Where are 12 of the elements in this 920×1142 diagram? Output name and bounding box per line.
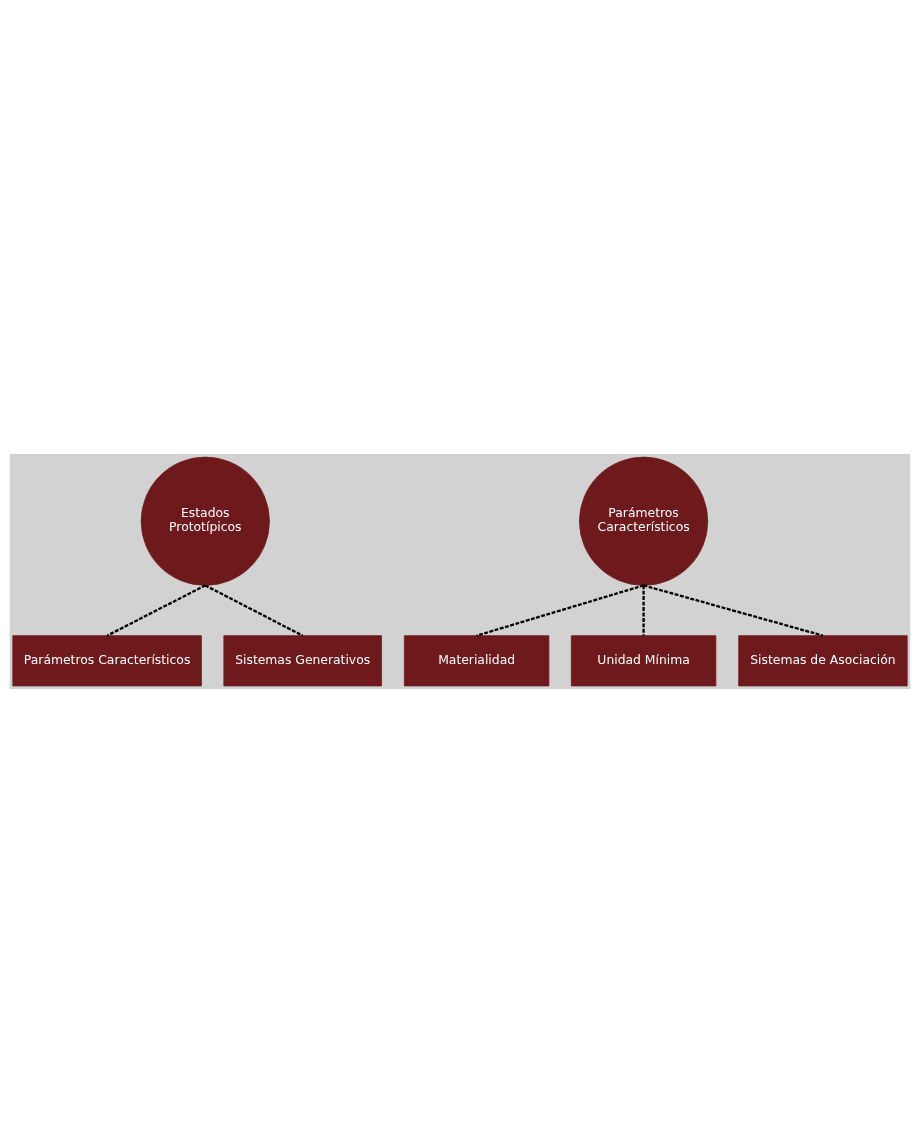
node-box: Sistemas Generativos: [223, 634, 382, 686]
connector: [642, 584, 645, 636]
node-circle: Estados Prototípicos: [140, 456, 270, 586]
connector: [476, 583, 644, 637]
node-box: Parámetros Característicos: [12, 634, 202, 686]
connector: [106, 583, 206, 637]
node-box: Unidad Mínima: [570, 634, 717, 686]
connector: [643, 583, 824, 637]
connector: [204, 583, 304, 637]
node-box: Sistemas de Asociación: [738, 634, 908, 686]
node-box: Materialidad: [403, 634, 550, 686]
node-circle: Parámetros Característicos: [579, 456, 709, 586]
